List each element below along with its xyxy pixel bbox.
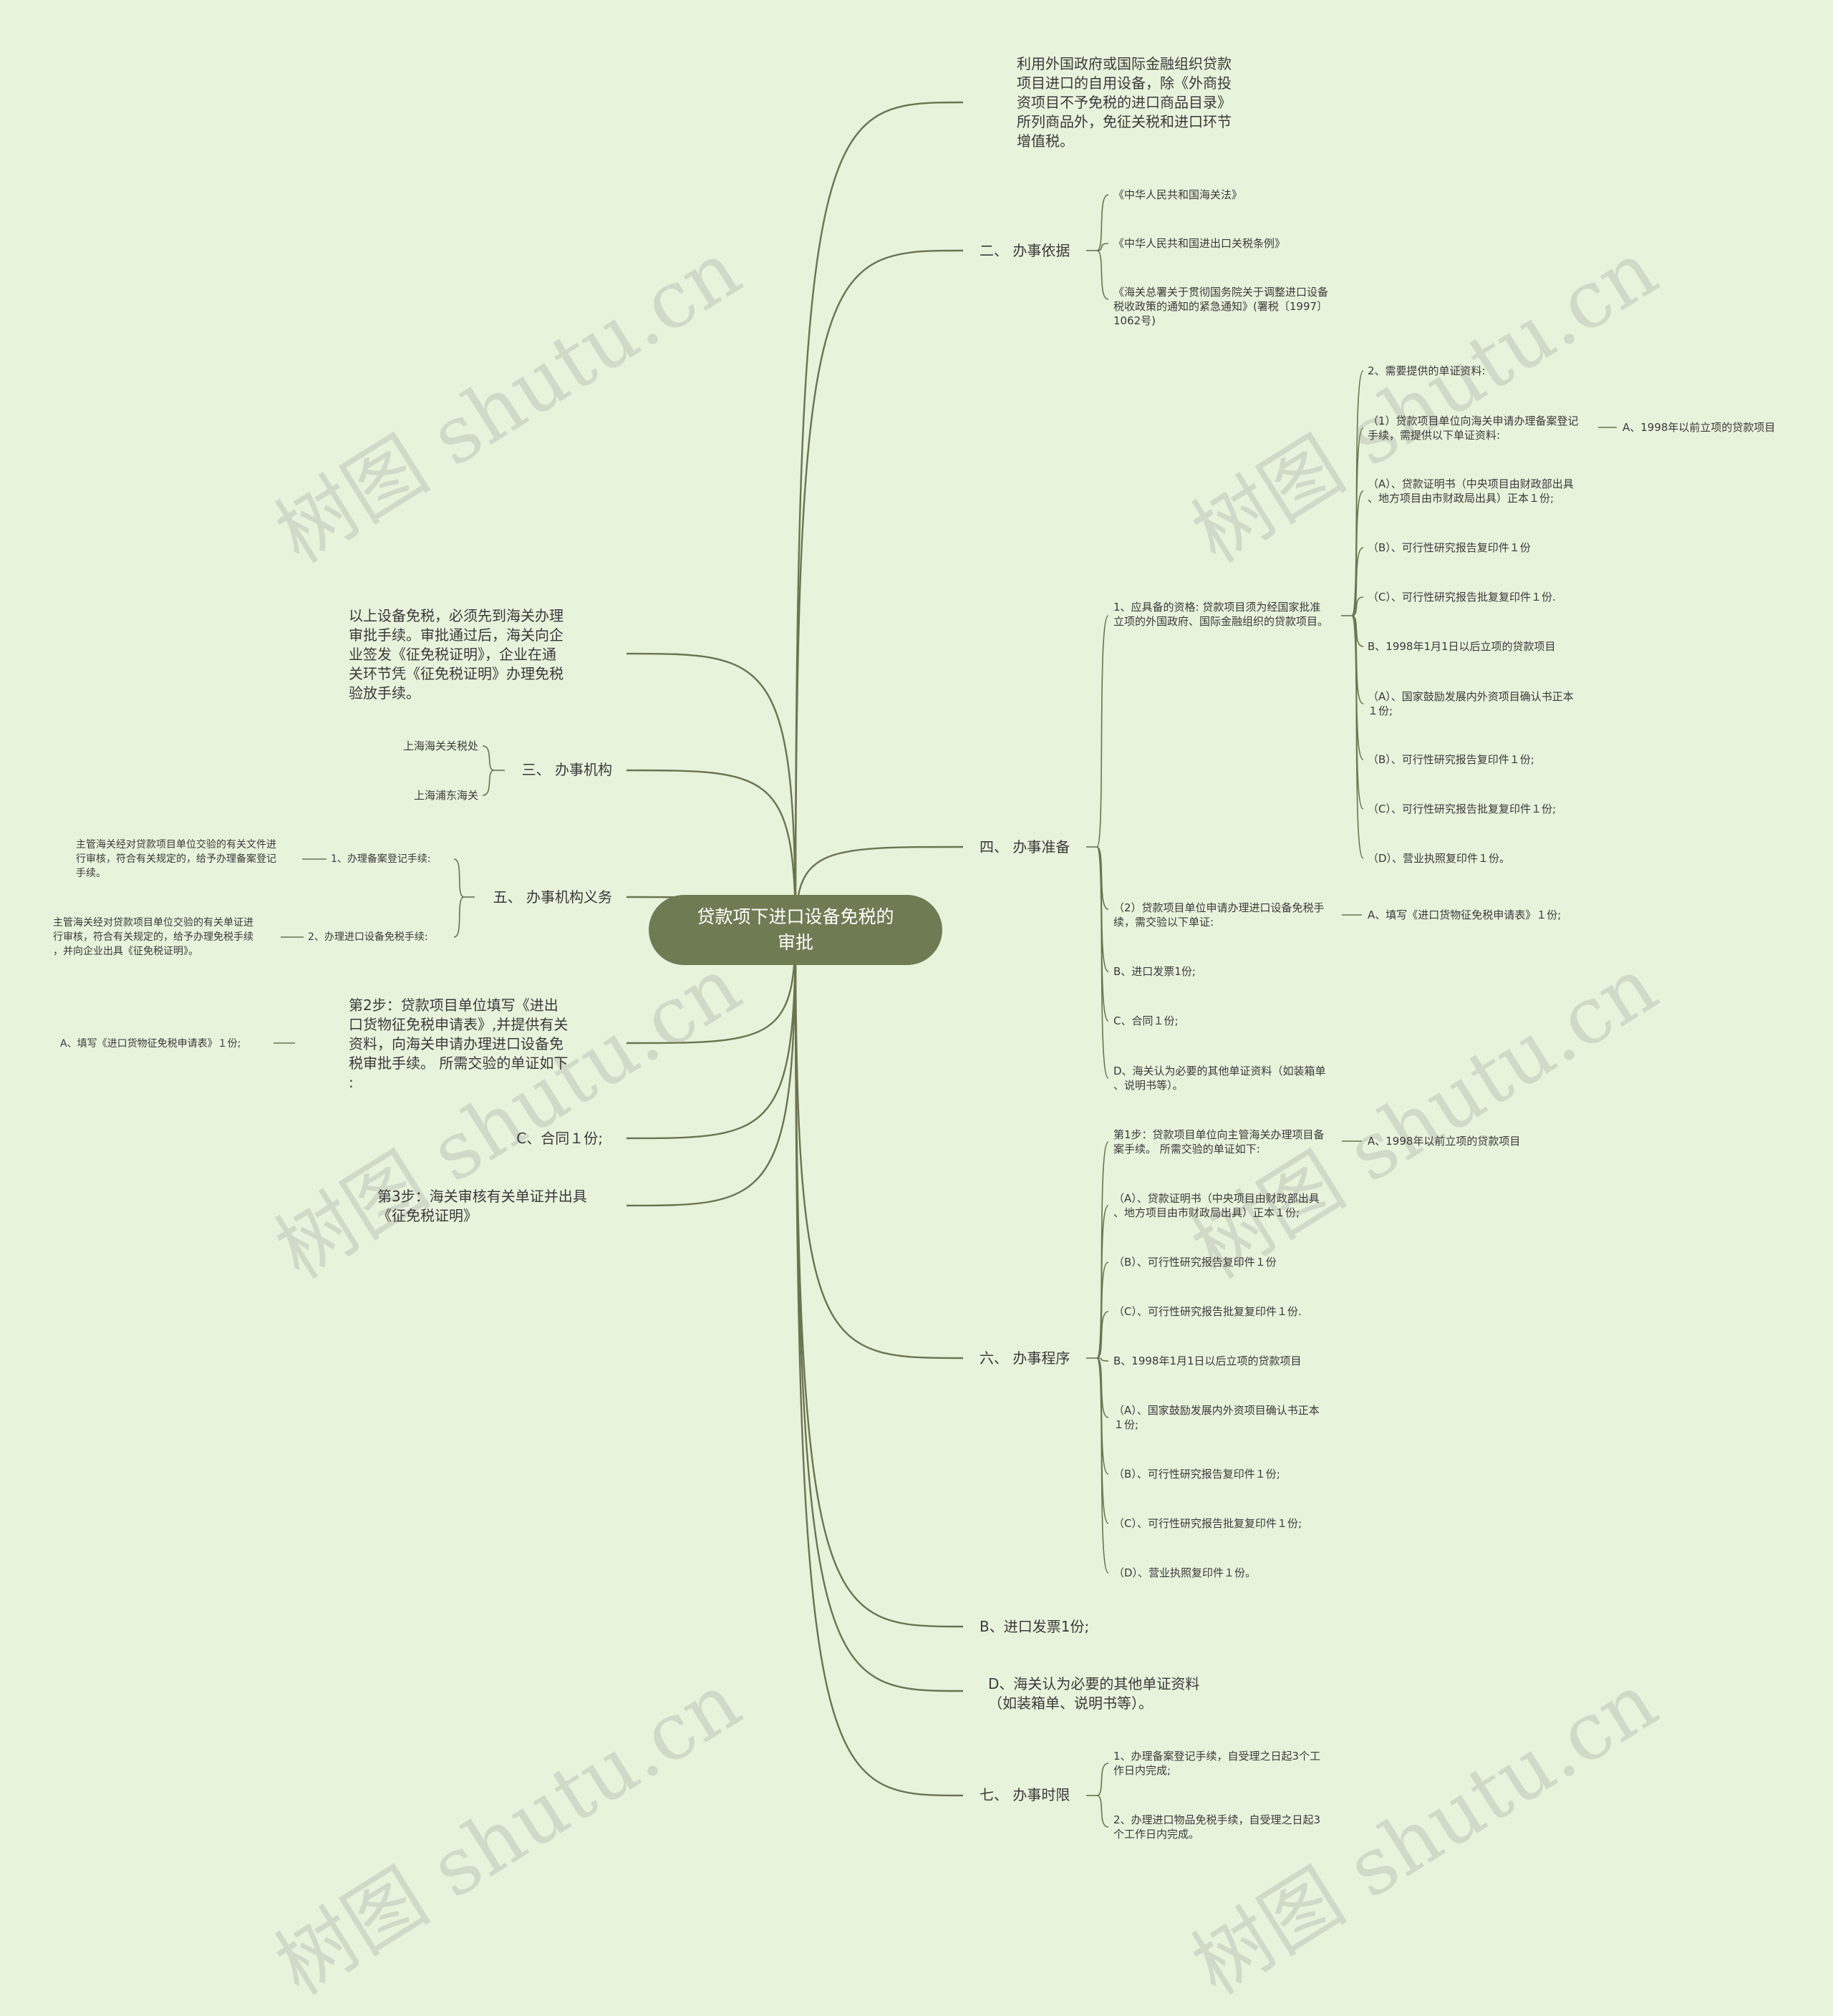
- proc-step1-sub[interactable]: A、1998年以前立项的贷款项目: [1368, 1135, 1521, 1148]
- prep-apply-sub[interactable]: A、填写《进口货物征免税申请表》１份;: [1368, 908, 1562, 921]
- connector: [794, 930, 964, 1692]
- connector: [1351, 615, 1364, 704]
- prep-doc-item[interactable]: （B）、可行性研究报告复印件１份: [1368, 541, 1531, 554]
- connector: [453, 896, 465, 938]
- prep-other[interactable]: C、合同１份;: [1113, 1014, 1179, 1027]
- connector: [1096, 1261, 1109, 1359]
- connector: [1351, 370, 1364, 616]
- prep-doc-item[interactable]: （C）、可行性研究报告批复复印件１份.: [1368, 591, 1556, 604]
- org-item[interactable]: 上海浦东海关: [413, 789, 478, 802]
- prep-qualification[interactable]: 1、应具备的资格: 贷款项目须为经国家批准 立项的外国政府、国际金融组织的贷款项…: [1113, 601, 1329, 628]
- root-topic[interactable]: 贷款项下进口设备免税的 审批: [649, 895, 942, 965]
- connector: [1096, 194, 1109, 251]
- prep-topic[interactable]: 四、 办事准备: [980, 838, 1070, 856]
- proc-item[interactable]: （C）、可行性研究报告批复复印件１份;: [1113, 1517, 1302, 1530]
- proc-item[interactable]: （B）、可行性研究报告复印件１份: [1113, 1256, 1277, 1269]
- proc-topic[interactable]: 六、 办事程序: [980, 1349, 1070, 1367]
- connector: [482, 770, 495, 796]
- connector: [1096, 1357, 1109, 1362]
- basis-item[interactable]: 《中华人民共和国进出口关税条例》: [1113, 237, 1286, 250]
- invoice-topic[interactable]: B、进口发票1份;: [980, 1618, 1090, 1635]
- connector: [1096, 1311, 1109, 1359]
- connector: [626, 652, 797, 931]
- prep-doc-item[interactable]: （B）、可行性研究报告复印件１份;: [1368, 753, 1534, 766]
- other-docs-topic[interactable]: D、海关认为必要的其他单证资料 （如装箱单、说明书等）。: [988, 1675, 1200, 1712]
- basis-item[interactable]: 《中华人民共和国海关法》: [1113, 188, 1243, 201]
- connector: [1351, 547, 1364, 616]
- connector: [794, 930, 964, 1360]
- duty-item[interactable]: 1、办理备案登记手续:: [331, 853, 431, 865]
- connector: [1096, 846, 1109, 910]
- prep-other[interactable]: D、海关认为必要的其他单证资料（如装箱单 、说明书等）。: [1113, 1065, 1326, 1092]
- connector: [794, 930, 964, 1797]
- prep-doc-item[interactable]: （C）、可行性研究报告批复复印件１份;: [1368, 803, 1557, 815]
- basis-item[interactable]: 《海关总署关于贯彻国务院关于调整进口设备 税收政策的通知的紧急通知》(署税〔19…: [1113, 286, 1329, 327]
- connector: [626, 769, 797, 931]
- time-item[interactable]: 1、办理备案登记手续，自受理之日起3个工 作日内完成;: [1113, 1750, 1321, 1777]
- connector: [794, 249, 964, 931]
- duty-item[interactable]: 2、办理进口设备免税手续:: [308, 931, 428, 943]
- intro-text[interactable]: 利用外国政府或国际金融组织贷款 项目进口的自用设备，除《外商投 资项目不予免税的…: [1017, 55, 1232, 150]
- prep-doc-item[interactable]: 2、需要提供的单证资料:: [1368, 364, 1486, 377]
- proc-item[interactable]: （A）、国家鼓励发展内外资项目确认书正本 １份;: [1113, 1404, 1320, 1431]
- connector: [1096, 1357, 1109, 1475]
- connector: [1096, 846, 1109, 1079]
- notice-text[interactable]: 以上设备免税，必须先到海关办理 审批手续。审批通过后，海关向企 业签发《征免税证…: [349, 607, 564, 702]
- proc-item[interactable]: （B）、可行性研究报告复印件１份;: [1113, 1468, 1280, 1480]
- connector: [482, 745, 495, 771]
- time-topic[interactable]: 七、 办事时限: [980, 1786, 1070, 1803]
- duty-detail[interactable]: 主管海关经对贷款项目单位交验的有关文件进 行审核，符合有关规定的，给予办理备案登…: [76, 839, 276, 879]
- connector: [1351, 615, 1364, 859]
- prep-doc-item[interactable]: （1）贷款项目单位向海关申请办理备案登记 手续，需提供以下单证资料:: [1368, 415, 1579, 442]
- connector: [626, 930, 797, 1045]
- connector: [1096, 1357, 1109, 1574]
- step2-sub[interactable]: A、填写《进口货物征免税申请表》１份;: [60, 1038, 241, 1050]
- prep-doc-item[interactable]: （D）、营业执照复印件１份。: [1368, 852, 1511, 865]
- connector: [1096, 1763, 1109, 1796]
- connector-lines: [274, 101, 1617, 1828]
- contract-topic[interactable]: C、合同１份;: [516, 1130, 603, 1147]
- duty-detail[interactable]: 主管海关经对贷款项目单位交验的有关单证进 行审核，符合有关规定的，给予办理免税手…: [53, 917, 253, 957]
- prep-doc-item[interactable]: （A）、国家鼓励发展内外资项目确认书正本 １份;: [1368, 690, 1574, 717]
- step2-text[interactable]: 第2步：贷款项目单位填写《进出 口货物征免税申请表》,并提供有关 资料，向海关申…: [349, 997, 569, 1091]
- prep-apply[interactable]: （2）贷款项目单位申请办理进口设备免税手 续，需交验以下单证:: [1113, 901, 1325, 929]
- prep-doc-sub[interactable]: A、1998年以前立项的贷款项目: [1622, 421, 1776, 434]
- prep-doc-item[interactable]: （A）、贷款证明书（中央项目由财政部出具 、地方项目由市财政局出具）正本１份;: [1368, 478, 1574, 505]
- connector: [1351, 615, 1364, 810]
- connector: [1096, 1795, 1109, 1828]
- connector: [626, 930, 797, 1140]
- prep-doc-item[interactable]: B、1998年1月1日以后立项的贷款项目: [1368, 640, 1556, 653]
- duty-topic[interactable]: 五、 办事机构义务: [493, 888, 612, 906]
- basis-topic[interactable]: 二、 办事依据: [980, 242, 1070, 259]
- connector: [1351, 490, 1364, 616]
- proc-step1[interactable]: 第1步：贷款项目单位向主管海关办理项目备 案手续。 所需交验的单证如下:: [1113, 1128, 1325, 1155]
- org-topic[interactable]: 三、 办事机构: [521, 761, 612, 778]
- connector: [1096, 250, 1109, 300]
- connector: [794, 101, 964, 931]
- connector: [626, 930, 797, 1207]
- org-item[interactable]: 上海海关关税处: [402, 740, 478, 752]
- proc-item[interactable]: B、1998年1月1日以后立项的贷款项目: [1113, 1354, 1302, 1367]
- connector: [1096, 1357, 1109, 1418]
- step3-text[interactable]: 第3步：海关审核有关单证并出具 《征免税证明》: [377, 1188, 587, 1224]
- connector: [1351, 596, 1364, 616]
- time-item[interactable]: 2、办理进口物品免税手续，自受理之日起3 个工作日内完成。: [1113, 1813, 1321, 1841]
- prep-other[interactable]: B、进口发票1份;: [1113, 965, 1196, 978]
- proc-item[interactable]: （D）、营业执照复印件１份。: [1113, 1566, 1257, 1579]
- connector: [1096, 615, 1109, 848]
- connector: [794, 930, 964, 1628]
- connector: [1096, 243, 1109, 251]
- proc-item[interactable]: （C）、可行性研究报告批复复印件１份.: [1113, 1305, 1302, 1318]
- connector: [453, 858, 465, 898]
- proc-item[interactable]: （A）、贷款证明书（中央项目由财政部出具 、地方项目由市财政局出具）正本１份;: [1113, 1192, 1320, 1219]
